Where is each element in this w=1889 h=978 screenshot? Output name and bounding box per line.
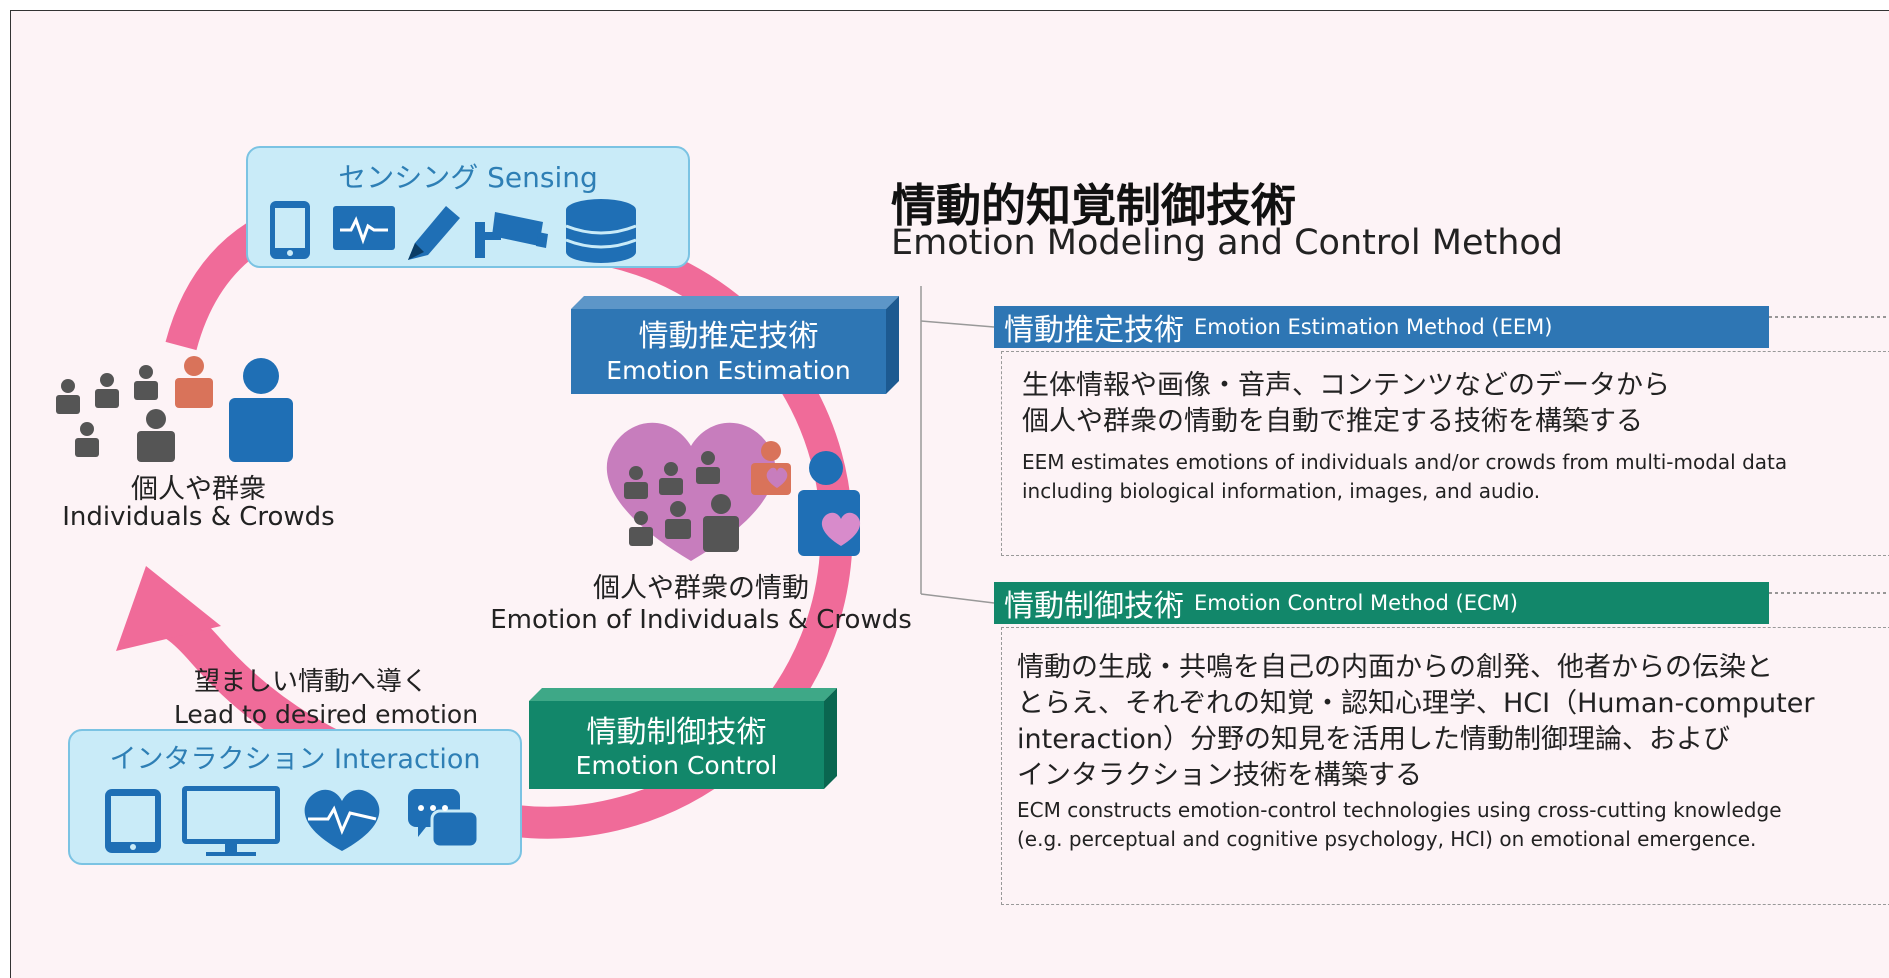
ecm-desc-en-line: (e.g. perceptual and cognitive psycholog… [1017,827,1757,851]
individuals-label-jp: 個人や群衆 [131,474,266,505]
heart-pulse-icon [304,789,380,851]
heart-emotion-icon [606,422,861,561]
ecm-description-box: 情動の生成・共鳴を自己の内面からの創発、他者からの伝染と とらえ、それぞれの知覚… [1001,627,1889,905]
eem-desc-jp-line: 生体情報や画像・音声、コンテンツなどのデータから [1022,370,1670,401]
ecm-desc-en-line: ECM constructs emotion-control technolog… [1017,798,1782,822]
estimation-block-label-jp: 情動推定技術 [638,319,819,354]
heartbeat-monitor-icon [333,206,395,250]
eem-desc-jp-line: 個人や群衆の情動を自動で推定する技術を構築する [1022,406,1643,437]
connector-to-ecm [920,593,995,604]
tablet-icon [270,201,310,259]
emotion-control-block [529,688,837,789]
eem-head-jp: 情動推定技術 [1004,313,1184,348]
person-orange-icon [175,356,213,408]
sensing-icons [270,199,637,263]
connector-to-eem [920,320,995,328]
ecm-section-header: 情動制御技術 Emotion Control Method (ECM) [994,582,1769,624]
eem-desc-en-line: EEM estimates emotions of individuals an… [1022,450,1788,474]
lead-label-en: Lead to desired emotion [173,700,479,729]
ecm-desc-jp-line: インタラクション技術を構築する [1017,760,1422,791]
eem-section-header: 情動推定技術 Emotion Estimation Method (EEM) [994,306,1769,348]
control-block-label-jp: 情動制御技術 [586,715,767,750]
page-subtitle: Emotion Modeling and Control Method [891,223,1564,263]
person-blue-icon [229,358,293,462]
interaction-icons [105,786,480,856]
diagram-canvas: センシング Sensing [10,10,1889,978]
database-icon [565,199,637,263]
individuals-label-en: Individuals & Crowds [62,502,335,532]
ecm-desc-jp-line: 情動の生成・共鳴を自己の内面からの創発、他者からの伝染と [1017,652,1773,683]
tablet-icon [105,789,161,853]
estimation-block-label-en: Emotion Estimation [606,356,851,385]
emotion-center-label-jp: 個人や群衆の情動 [593,573,809,604]
sensing-box: センシング Sensing [246,146,690,268]
emotion-estimation-block [571,296,899,394]
eem-description-box: 生体情報や画像・音声、コンテンツなどのデータから 個人や群衆の情動を自動で推定す… [1001,351,1889,556]
eem-head-en: Emotion Estimation Method (EEM) [1194,315,1553,339]
cycle-ring-arc [514,230,853,839]
security-camera-icon [475,212,548,258]
cycle-arc-top-left [165,222,265,351]
pencil-icon [408,206,460,260]
ecm-desc-jp-line: とらえ、それぞれの知覚・認知心理学、HCI（Human-computer [1017,688,1815,719]
eem-desc-en-line: including biological information, images… [1022,479,1541,503]
emotion-center-label-en: Emotion of Individuals & Crowds [490,605,912,635]
crowd-icon [56,356,293,462]
page-title: 情動的知覚制御技術 [891,179,1297,232]
monitor-icon [182,786,280,856]
chat-bubbles-icon [408,789,480,849]
interaction-box: インタラクション Interaction [68,729,522,865]
interaction-label: インタラクション Interaction [109,744,481,775]
sensing-label: センシング Sensing [338,161,598,194]
ecm-head-jp: 情動制御技術 [1004,589,1184,624]
ecm-desc-jp-line: interaction）分野の知見を活用した情動制御理論、および [1017,724,1731,755]
cycle-arrowhead [116,566,221,651]
lead-label-jp: 望ましい情動へ導く [193,667,428,697]
ecm-head-en: Emotion Control Method (ECM) [1194,591,1518,615]
control-block-label-en: Emotion Control [575,751,778,780]
